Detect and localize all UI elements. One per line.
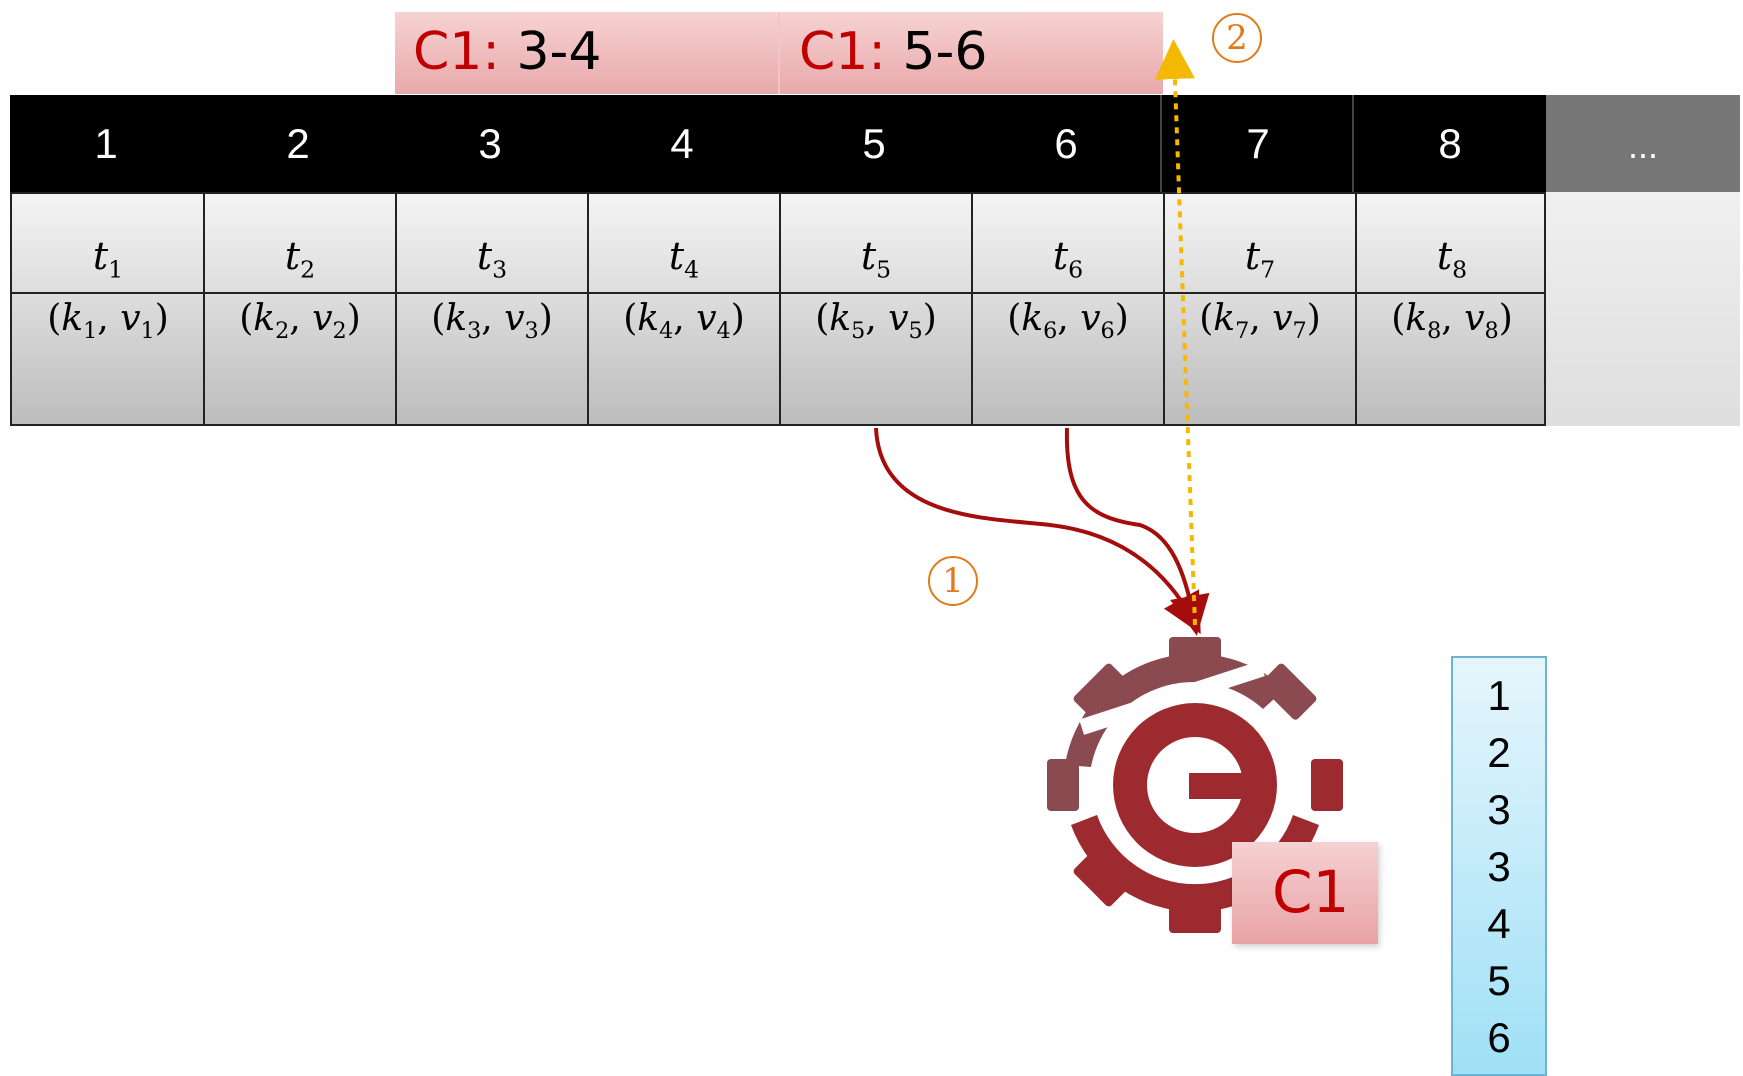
- queue-item: 3: [1487, 843, 1511, 890]
- cell-divider: [587, 194, 589, 424]
- queue-item: 6: [1487, 1014, 1511, 1061]
- header-cell: 2: [286, 119, 310, 167]
- entry-key-value: (k7, v7): [1199, 298, 1321, 345]
- range-label-5-6: C1: 5-6: [799, 22, 988, 82]
- entry-timestamp: t2: [284, 234, 316, 284]
- index-header-row: 1 2 3 4 5 6 7 8: [10, 95, 1546, 192]
- range-label-3-4: C1: 3-4: [413, 22, 602, 82]
- entry-key-value: (k6, v6): [1007, 298, 1129, 345]
- header-divider: [1352, 95, 1354, 192]
- entry-key-value: (k4, v4): [623, 298, 745, 345]
- queue-item: 5: [1487, 957, 1511, 1004]
- entry-key-value: (k2, v2): [239, 298, 361, 345]
- step-marker-2: 2: [1212, 13, 1262, 63]
- entry-timestamp: t3: [476, 234, 508, 284]
- cell-divider: [203, 194, 205, 424]
- header-overflow: ...: [1546, 95, 1740, 192]
- entry-key-value: (k1, v1): [47, 298, 169, 345]
- header-cell: 8: [1438, 119, 1462, 167]
- entry-timestamp: t7: [1244, 234, 1276, 284]
- row-overflow: [1546, 192, 1740, 426]
- queue-item: 3: [1487, 786, 1511, 833]
- cell-divider: [971, 194, 973, 424]
- header-cell: 1: [94, 119, 118, 167]
- header-cell: 5: [862, 119, 886, 167]
- header-cell: 6: [1054, 119, 1078, 167]
- step-marker-1: 1: [928, 556, 978, 606]
- client-range-bar: C1: 3-4 C1: 5-6: [395, 12, 1163, 94]
- entry-key-value: (k3, v3): [431, 298, 553, 345]
- header-cell: 4: [670, 119, 694, 167]
- entry-timestamp: t1: [92, 234, 124, 284]
- queue-item: 4: [1487, 900, 1511, 947]
- client-queue: 1 2 3 3 4 5 6: [1451, 656, 1547, 1076]
- header-divider: [1160, 95, 1162, 192]
- range-divider: [778, 12, 780, 94]
- header-cell: 7: [1246, 119, 1270, 167]
- cell-divider: [1355, 194, 1357, 424]
- log-entries-row: t1 t2 t3 t4 t5 t6 t7 t8 (k1, v1) (k2, v2…: [10, 192, 1546, 426]
- cell-divider: [779, 194, 781, 424]
- row-divider: [12, 292, 1544, 294]
- queue-item: 1: [1487, 672, 1511, 719]
- header-cell: 3: [478, 119, 502, 167]
- fetch-arrow-6: [1064, 427, 1210, 636]
- client-label: C1: [1232, 842, 1378, 944]
- entry-timestamp: t5: [860, 234, 892, 284]
- entry-timestamp: t8: [1436, 234, 1468, 284]
- entry-key-value: (k8, v8): [1391, 298, 1513, 345]
- gear-icon: [1047, 637, 1343, 933]
- entry-timestamp: t6: [1052, 234, 1084, 284]
- cell-divider: [395, 194, 397, 424]
- queue-item: 2: [1487, 729, 1511, 776]
- entry-timestamp: t4: [668, 234, 700, 284]
- update-arrow-dotted: [1154, 39, 1197, 626]
- entry-key-value: (k5, v5): [815, 298, 937, 345]
- cell-divider: [1163, 194, 1165, 424]
- fetch-arrow-5: [874, 427, 1201, 635]
